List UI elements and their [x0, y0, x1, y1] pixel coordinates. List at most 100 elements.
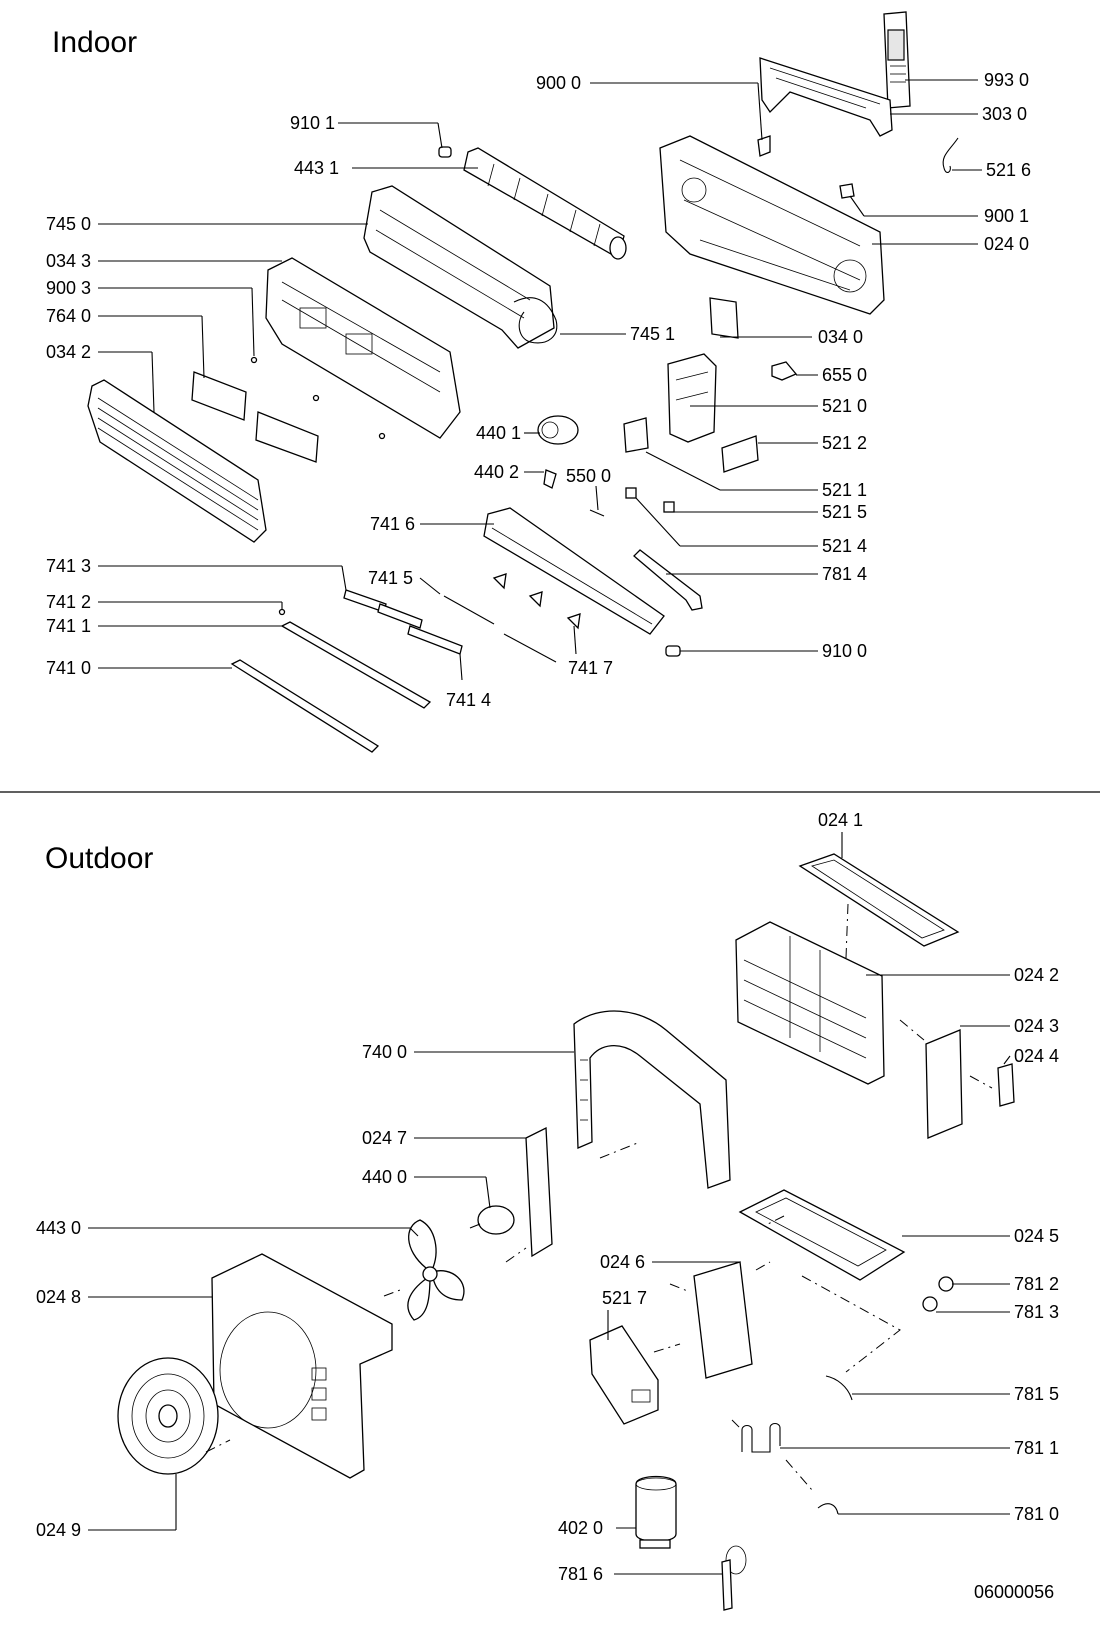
tube-781-0-drawing [817, 1503, 839, 1515]
label-521-5: 521 5 [822, 502, 867, 522]
drain-pipe-drawing [633, 549, 703, 611]
indoor-part-drawings [87, 11, 959, 753]
label-741-6: 741 6 [370, 514, 415, 534]
knob-drawing [771, 361, 798, 381]
partition-plate-drawing [525, 1126, 553, 1258]
evaporator-pipes-drawing [513, 297, 558, 344]
air-filters-drawing [191, 371, 319, 463]
base-pan-drawing [738, 1189, 906, 1281]
label-024-9: 024 9 [36, 1520, 81, 1540]
label-440-2: 440 2 [474, 462, 519, 482]
filter-frame-drawing [709, 297, 739, 339]
label-781-3: 781 3 [1014, 1302, 1059, 1322]
fan-motor-drawing [537, 415, 579, 445]
label-024-2: 024 2 [1014, 965, 1059, 985]
label-024-8: 024 8 [36, 1287, 81, 1307]
valve-cover-drawing [997, 1063, 1015, 1107]
outdoor-fan-motor-drawing [469, 1205, 515, 1235]
outdoor-section-title: Outdoor [45, 842, 153, 875]
capillary-assembly-drawing [721, 1545, 747, 1611]
tube-781-5-drawing [825, 1375, 853, 1401]
clip-910-0-drawing [665, 645, 681, 657]
part-521-5-drawing [663, 501, 675, 513]
tube-781-1-drawing [741, 1422, 781, 1453]
remote-control-drawing [883, 11, 911, 109]
clip-900-0-drawing [757, 135, 771, 157]
horizontal-flap-drawing [230, 659, 380, 753]
label-781-1: 781 1 [1014, 1438, 1059, 1458]
indoor-section-title: Indoor [52, 26, 137, 59]
drain-pan-drawing [483, 507, 665, 635]
label-440-0: 440 0 [362, 1167, 407, 1187]
label-443-0: 443 0 [36, 1218, 81, 1238]
label-764-0: 764 0 [46, 306, 91, 326]
label-024-5: 024 5 [1014, 1226, 1059, 1246]
label-900-1: 900 1 [984, 206, 1029, 226]
label-741-4: 741 4 [446, 690, 491, 710]
front-casing-drawing [211, 1253, 393, 1479]
label-034-3: 034 3 [46, 251, 91, 271]
louvre-blade-drawing [280, 621, 432, 709]
label-024-0: 024 0 [984, 234, 1029, 254]
pcb-521-1-drawing [623, 417, 649, 453]
label-024-6: 024 6 [600, 1252, 645, 1272]
side-panel-drawing [925, 1029, 963, 1139]
label-741-3: 741 3 [46, 556, 91, 576]
label-034-2: 034 2 [46, 342, 91, 362]
label-910-1: 910 1 [290, 113, 335, 133]
label-521-1: 521 1 [822, 480, 867, 500]
indoor-leader-lines [98, 79, 982, 681]
label-781-0: 781 0 [1014, 1504, 1059, 1524]
outdoor-control-box-drawing [589, 1325, 659, 1425]
outdoor-labels: 024 1 024 2 024 3 740 0 024 4 024 7 440 … [36, 810, 1059, 1584]
label-781-5: 781 5 [1014, 1384, 1059, 1404]
label-900-0: 900 0 [536, 73, 581, 93]
label-521-7: 521 7 [602, 1288, 647, 1308]
rear-grille-drawing [735, 921, 885, 1085]
label-993-0: 993 0 [984, 70, 1029, 90]
label-521-2: 521 2 [822, 433, 867, 453]
label-741-5: 741 5 [368, 568, 413, 588]
label-741-7: 741 7 [568, 658, 613, 678]
part-521-4-drawing [625, 487, 637, 499]
label-024-4: 024 4 [1014, 1046, 1059, 1066]
mounting-plate-drawing [759, 57, 893, 137]
document-number: 06000056 [974, 1582, 1054, 1602]
label-550-0: 550 0 [566, 466, 611, 486]
wire-550-0-drawing [589, 509, 605, 517]
control-box-drawing [667, 353, 717, 443]
label-443-1: 443 1 [294, 158, 339, 178]
front-panel-drawing [87, 379, 267, 543]
label-303-0: 303 0 [982, 104, 1027, 124]
link-rod-drawing [443, 595, 495, 625]
top-cover-drawing [798, 853, 960, 947]
label-521-4: 521 4 [822, 536, 867, 556]
label-034-0: 034 0 [818, 327, 863, 347]
label-741-1: 741 1 [46, 616, 91, 636]
display-pcb-drawing [721, 435, 759, 473]
label-655-0: 655 0 [822, 365, 867, 385]
label-745-1: 745 1 [630, 324, 675, 344]
service-valve-b-drawing [922, 1296, 938, 1312]
label-402-0: 402 0 [558, 1518, 603, 1538]
motor-clamp-drawing [543, 469, 557, 489]
axial-fan-blade-drawing [407, 1219, 465, 1321]
label-781-4: 781 4 [822, 564, 867, 584]
label-024-1: 024 1 [818, 810, 863, 830]
label-910-0: 910 0 [822, 641, 867, 661]
label-521-0: 521 0 [822, 396, 867, 416]
rear-chassis-drawing [659, 135, 885, 315]
clip-900-1-drawing [839, 183, 855, 199]
label-900-3: 900 3 [46, 278, 91, 298]
label-781-2: 781 2 [1014, 1274, 1059, 1294]
indoor-labels: 993 0 900 0 303 0 910 1 443 1 521 6 900 … [46, 70, 1031, 710]
service-valve-a-drawing [938, 1276, 954, 1292]
sensor-wire-drawing [942, 137, 959, 174]
label-781-6: 781 6 [558, 1564, 603, 1584]
fan-guard-drawing [117, 1357, 219, 1475]
label-521-6: 521 6 [986, 160, 1031, 180]
louvre-set-a-drawing [343, 589, 463, 655]
label-024-7: 024 7 [362, 1128, 407, 1148]
label-440-1: 440 1 [476, 423, 521, 443]
